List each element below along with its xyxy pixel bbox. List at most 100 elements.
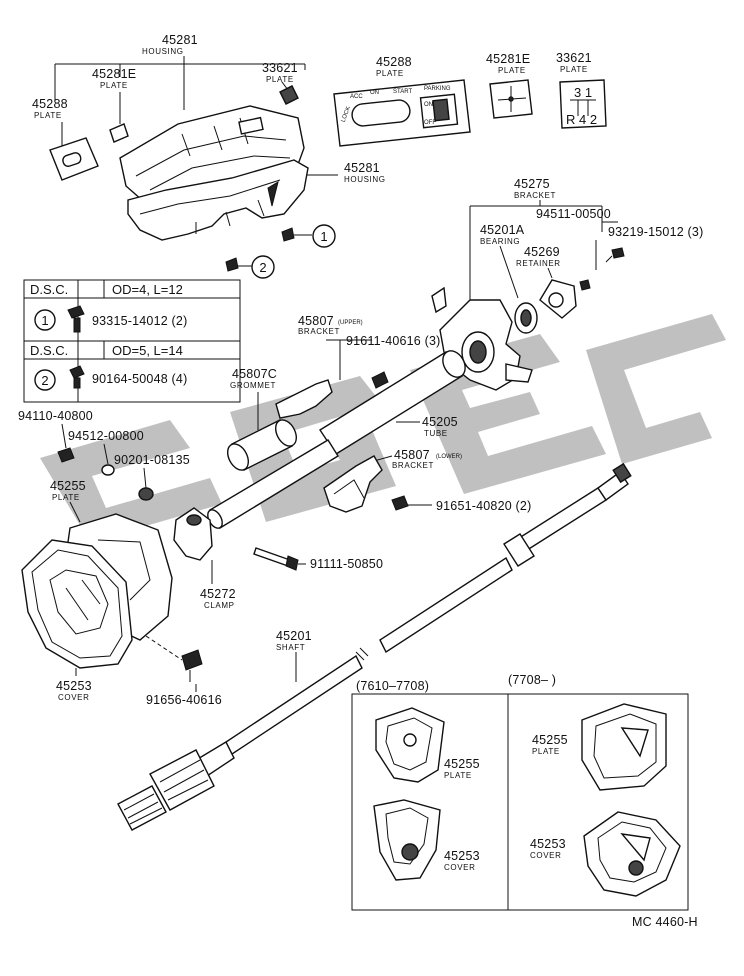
steering-column-housing-icon xyxy=(119,105,309,241)
label-45281e-left-part: 45281E xyxy=(92,67,136,81)
lower-bracket-45807-icon xyxy=(323,455,383,513)
label-94110-part: 94110-40800 xyxy=(18,409,93,423)
svg-text:2: 2 xyxy=(259,260,266,275)
bolt-91611-icon xyxy=(371,371,389,389)
label-33621-left-name: PLATE xyxy=(266,75,294,84)
screw-1-icon xyxy=(281,227,312,242)
inset-cover-b-name: COVER xyxy=(530,851,561,860)
label-33621-top-name: PLATE xyxy=(560,65,588,74)
label-45281e-left-name: PLATE xyxy=(100,81,128,90)
plate-33621-gear-face-icon: 3 1 R 4 2 xyxy=(559,79,607,129)
label-45205-part: 45205 xyxy=(422,415,458,429)
inset-plate-a-icon xyxy=(375,707,445,783)
leader-lines-bracket xyxy=(326,200,618,380)
inset-plate-b-icon xyxy=(581,703,667,791)
bolt-91111-icon xyxy=(253,547,306,571)
dsc-row2-id: 2 xyxy=(41,373,48,388)
bolt-91651-icon xyxy=(391,495,432,511)
label-45807-upper-part: 45807 xyxy=(298,314,334,328)
svg-text:LOCK: LOCK xyxy=(341,106,352,123)
upper-bracket-45807-icon xyxy=(275,379,333,419)
screw-2-icon xyxy=(225,257,252,272)
inset-cover-a-part: 45253 xyxy=(444,849,480,863)
label-45288-left-name: PLATE xyxy=(34,111,62,120)
dsc-row1-part: 93315-14012 (2) xyxy=(92,314,187,328)
retainer-45269-icon xyxy=(539,279,577,319)
label-94512-part: 94512-00800 xyxy=(68,429,144,443)
svg-text:ON: ON xyxy=(424,102,433,108)
label-90201-part: 90201-08135 xyxy=(114,453,190,467)
inset-plate-b-part: 45255 xyxy=(532,733,568,747)
label-33621-left-part: 33621 xyxy=(262,61,298,75)
label-45288-left-part: 45288 xyxy=(32,97,68,111)
label-45272-name: CLAMP xyxy=(204,601,235,610)
label-45253-main-name: COVER xyxy=(58,693,89,702)
plate-45281e-left-icon xyxy=(109,123,129,143)
dsc-table: D.S.C. OD=4, L=12 1 93315-14012 (2) D.S.… xyxy=(23,279,241,403)
dsc-row1-id: 1 xyxy=(41,313,48,328)
marker-two: 2 xyxy=(251,255,275,279)
inset-cover-a-icon xyxy=(373,799,441,881)
inset-cover-b-icon xyxy=(583,811,681,897)
label-45807-lower-suffix: (LOWER) xyxy=(436,454,462,460)
steering-shaft-45201-icon xyxy=(117,462,632,831)
nut-94110-icon xyxy=(57,447,75,463)
inset-plate-a-name: PLATE xyxy=(444,771,472,780)
dsc-row2-spec: OD=5, L=14 xyxy=(112,343,183,358)
bolt-93219-icon xyxy=(605,247,625,263)
svg-text:1: 1 xyxy=(320,229,327,244)
label-45807-upper-suffix: (UPPER) xyxy=(338,320,363,326)
label-45281-upper-part: 45281 xyxy=(162,33,198,47)
tube-45205-icon xyxy=(207,350,466,529)
svg-text:PARKING: PARKING xyxy=(424,86,451,92)
dsc-row1-spec: OD=4, L=12 xyxy=(112,282,183,297)
label-45269-name: RETAINER xyxy=(516,259,561,268)
dsc-row2-header: D.S.C. xyxy=(30,343,68,358)
label-45288-top-name: PLATE xyxy=(376,69,404,78)
inset-right-range: (7708– ) xyxy=(508,673,556,687)
label-45807-upper-name: BRACKET xyxy=(298,327,340,336)
nut-90201-icon xyxy=(138,487,154,501)
inset-plate-a-part: 45255 xyxy=(444,757,480,771)
label-45255-main-part: 45255 xyxy=(50,479,86,493)
washer-94512-icon xyxy=(101,464,115,476)
label-45253-main-part: 45253 xyxy=(56,679,92,693)
bearing-45201a-icon xyxy=(514,302,538,334)
svg-text:OFF: OFF xyxy=(424,120,436,126)
label-33621-top-part: 33621 xyxy=(556,51,592,65)
label-45201-name: SHAFT xyxy=(276,643,305,652)
clamp-45272-icon xyxy=(173,507,213,561)
label-45281e-top-part: 45281E xyxy=(486,52,530,66)
label-45275-part: 45275 xyxy=(514,177,550,191)
label-45201a-name: BEARING xyxy=(480,237,520,246)
svg-text:3 1: 3 1 xyxy=(574,85,592,100)
marker-one: 1 xyxy=(312,224,336,248)
label-45807c-name: GROMMET xyxy=(230,381,276,390)
inset-cover-b-part: 45253 xyxy=(530,837,566,851)
label-93219-part: 93219-15012 (3) xyxy=(608,225,703,239)
svg-text:ON: ON xyxy=(370,90,379,96)
label-45281e-top-name: PLATE xyxy=(498,66,526,75)
label-45272-part: 45272 xyxy=(200,587,236,601)
svg-text:R 4 2: R 4 2 xyxy=(566,112,597,127)
label-45205-name: TUBE xyxy=(424,429,448,438)
label-45269-part: 45269 xyxy=(524,245,560,259)
label-94511-part: 94511-00500 xyxy=(536,207,611,221)
inset-left-range: (7610–7708) xyxy=(356,679,429,693)
label-91656-part: 91656-40616 xyxy=(146,693,222,707)
label-91111-part: 91111-50850 xyxy=(310,557,383,571)
plate-33621-left-icon xyxy=(279,85,299,105)
svg-text:ACC: ACC xyxy=(350,94,363,100)
screw-90164-icon xyxy=(69,365,85,389)
label-45201-part: 45201 xyxy=(276,629,312,643)
label-91651-part: 91651-40820 (2) xyxy=(436,499,531,513)
grommet-45807c-icon xyxy=(226,419,298,471)
dsc-row1-header: D.S.C. xyxy=(30,282,68,297)
label-45201a-part: 45201A xyxy=(480,223,525,237)
diagram-code: MC 4460-H xyxy=(632,915,698,929)
label-45281-lower-name: HOUSING xyxy=(344,175,386,184)
label-45288-top-part: 45288 xyxy=(376,55,412,69)
label-91611-part: 91611-40616 (3) xyxy=(346,334,441,348)
label-45281-lower-part: 45281 xyxy=(344,161,380,175)
